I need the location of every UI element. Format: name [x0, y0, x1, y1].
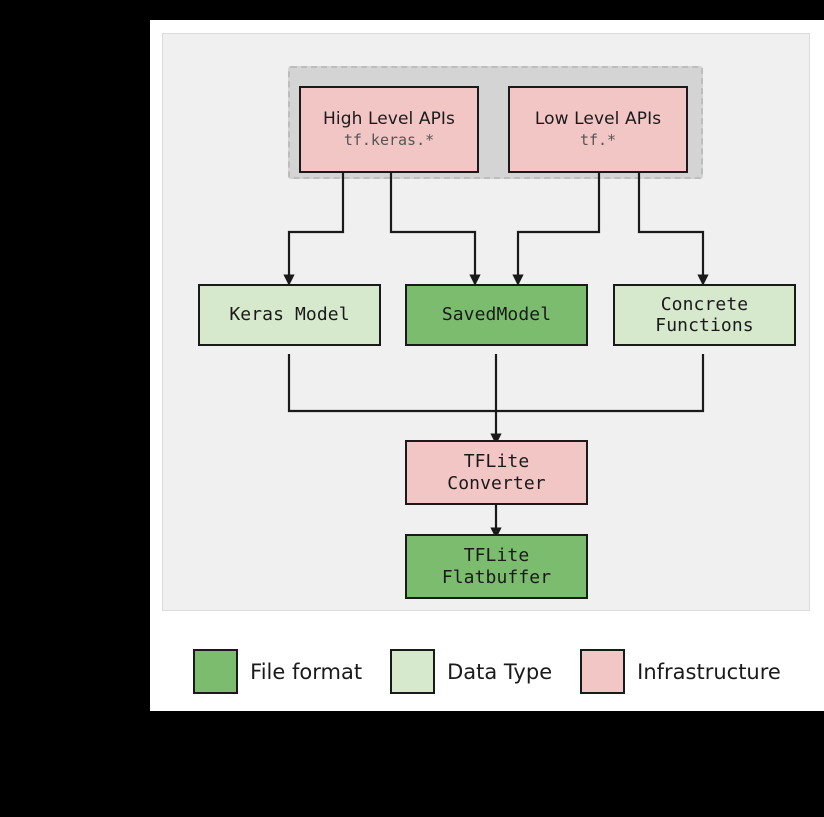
legend-swatch-file-format — [193, 649, 239, 694]
legend-label: File format — [250, 659, 363, 684]
node-saved-model[interactable]: SavedModel — [405, 284, 588, 346]
edge-low-level-to-concrete — [637, 173, 709, 286]
diagram-canvas: High Level APIs tf.keras.* Low Level API… — [150, 20, 824, 711]
node-high-level-apis[interactable]: High Level APIs tf.keras.* — [299, 86, 479, 173]
edge-low-level-to-savedmodel — [512, 173, 601, 286]
node-keras-model[interactable]: Keras Model — [198, 284, 381, 346]
legend-item-data-type: Data Type — [390, 649, 580, 694]
legend-item-infrastructure: Infrastructure — [580, 649, 781, 694]
legend-label: Infrastructure — [637, 659, 781, 684]
node-title: High Level APIs — [322, 109, 455, 130]
node-concrete-functions[interactable]: Concrete Functions — [613, 284, 796, 346]
node-title-line1: TFLite — [463, 545, 530, 567]
edge-high-level-to-keras — [283, 173, 345, 286]
edge-keras-to-bus — [287, 354, 496, 413]
node-title-line1: TFLite — [463, 451, 530, 473]
node-title: Low Level APIs — [534, 109, 662, 130]
node-title-line1: Concrete — [660, 293, 749, 315]
node-title: SavedModel — [441, 304, 552, 326]
node-subtitle: tf.keras.* — [343, 131, 435, 150]
node-title-line2: Converter — [447, 472, 546, 494]
node-subtitle: tf.* — [579, 131, 617, 150]
edge-concrete-to-bus — [496, 354, 705, 413]
legend: File format Data Type Infrastructure — [150, 632, 824, 711]
edge-high-level-to-savedmodel — [389, 173, 481, 286]
diagram-panel: High Level APIs tf.keras.* Low Level API… — [162, 33, 810, 611]
node-tflite-flatbuffer[interactable]: TFLite Flatbuffer — [405, 534, 588, 599]
node-title: Keras Model — [229, 304, 350, 326]
node-title-line2: Flatbuffer — [441, 566, 552, 588]
legend-swatch-data-type — [390, 649, 436, 694]
node-low-level-apis[interactable]: Low Level APIs tf.* — [508, 86, 688, 173]
node-title-line2: Functions — [655, 315, 754, 336]
legend-item-file-format: File format — [193, 649, 390, 694]
node-tflite-converter[interactable]: TFLite Converter — [405, 440, 588, 505]
legend-swatch-infrastructure — [580, 649, 626, 694]
legend-label: Data Type — [447, 659, 553, 684]
